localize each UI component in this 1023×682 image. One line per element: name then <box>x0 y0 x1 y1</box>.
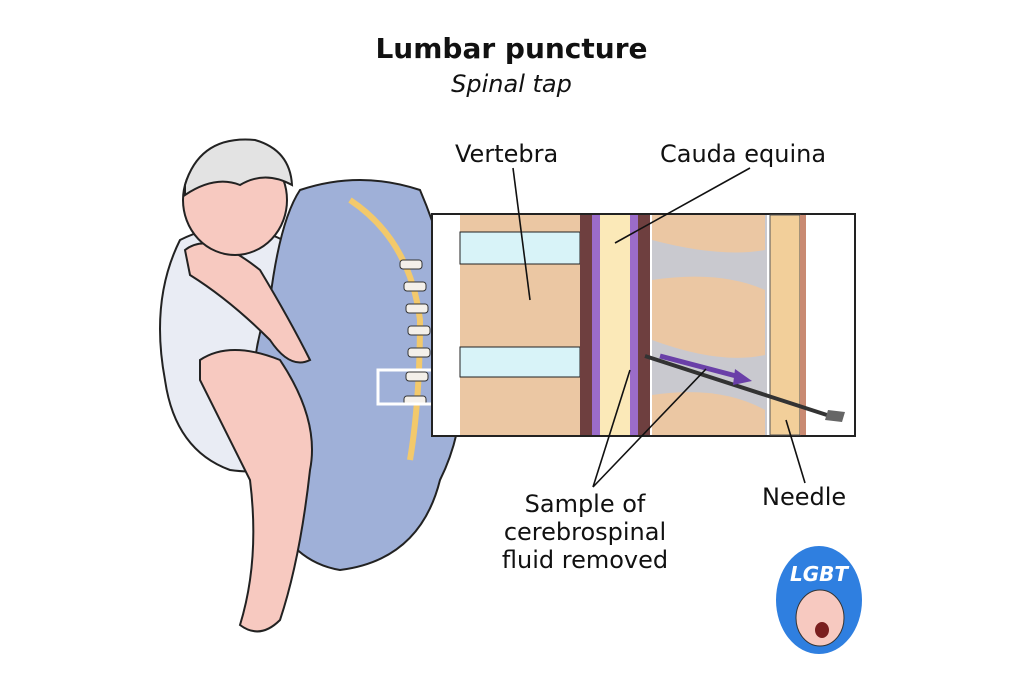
label-needle: Needle <box>762 483 847 511</box>
diagram-title: Lumbar puncture <box>375 32 648 65</box>
leader-lines <box>512 167 806 488</box>
spine-cross-section <box>431 213 856 437</box>
needle <box>644 354 831 418</box>
badge-text: LGBT <box>789 562 849 586</box>
label-vertebra: Vertebra <box>455 140 559 168</box>
label-sample-line: cerebrospinal <box>503 518 667 546</box>
disc <box>459 346 581 378</box>
label-sample: Sample of cerebrospinal fluid removed <box>490 490 680 574</box>
legs <box>199 349 313 633</box>
spinal-cord <box>348 197 424 461</box>
cauda-equina <box>600 215 630 435</box>
label-cauda-equina: Cauda equina <box>660 140 827 168</box>
patient-figure <box>159 138 464 633</box>
badge-face <box>795 589 845 647</box>
csf-arrow <box>659 353 741 380</box>
label-sample-line: Sample of <box>524 490 646 518</box>
label-sample-line: fluid removed <box>501 546 669 574</box>
needle-hub <box>825 410 845 422</box>
hair <box>184 138 294 197</box>
diagram-subtitle: Spinal tap <box>451 70 572 98</box>
disc <box>459 231 581 265</box>
